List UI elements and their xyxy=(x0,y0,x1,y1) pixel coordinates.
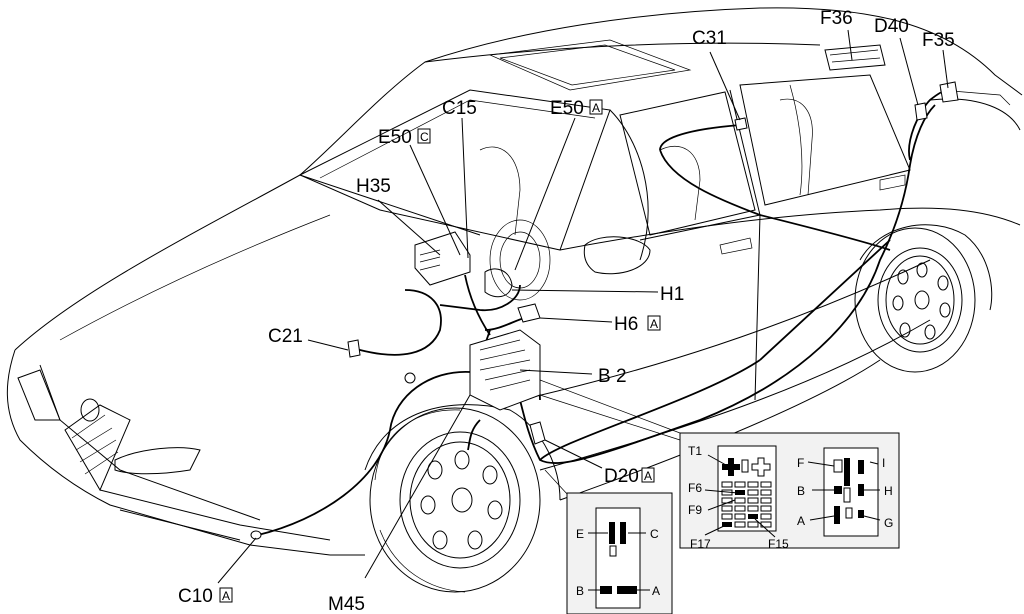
label-e50a: E50 xyxy=(550,98,584,119)
label-f6: F6 xyxy=(688,481,702,495)
leader-lines xyxy=(217,29,949,584)
label-h1: H1 xyxy=(660,284,684,305)
label-d20a: D20 xyxy=(604,466,639,487)
label-relay-f: F xyxy=(797,456,804,470)
label-f9: F9 xyxy=(688,503,702,517)
label-c15: C15 xyxy=(442,98,477,119)
label-h6a-suffix: A xyxy=(650,317,658,331)
switch-c31 xyxy=(734,117,748,131)
label-conn-e: E xyxy=(576,527,584,541)
label-relay-b: B xyxy=(797,484,805,498)
label-relay-g: G xyxy=(884,516,893,530)
label-m45: M45 xyxy=(328,594,365,614)
rear-wheel xyxy=(854,227,976,373)
label-e50a-suffix: A xyxy=(592,101,600,115)
label-conn-b: B xyxy=(576,584,584,598)
label-e50c-suffix: C xyxy=(420,130,429,144)
label-e50c: E50 xyxy=(378,127,412,148)
label-relay-h: H xyxy=(884,484,893,498)
connector-c10 xyxy=(250,530,262,540)
label-c21: C21 xyxy=(268,326,303,347)
label-c10a: C10 xyxy=(178,586,213,607)
labels: F36 D40 F35 C31 C15 E50 A E50 C H35 H1 H… xyxy=(178,8,955,614)
label-f35: F35 xyxy=(922,30,955,51)
lamp-f35 xyxy=(939,81,959,103)
label-relay-i: I xyxy=(882,456,885,470)
label-d40: D40 xyxy=(874,16,909,37)
label-conn-c: C xyxy=(650,527,659,541)
label-t1: T1 xyxy=(688,444,702,458)
wiring-harness xyxy=(257,60,949,536)
car-body xyxy=(6,7,1023,556)
inset-fusebox-panel: T1 F6 F9 F17 F15 F I B H A G xyxy=(679,432,900,551)
lamp-f36 xyxy=(824,44,886,71)
label-c31: C31 xyxy=(692,28,727,49)
label-f15: F15 xyxy=(768,537,789,551)
label-conn-a: A xyxy=(652,584,660,598)
front-wheel xyxy=(369,407,541,593)
label-d20a-suffix: A xyxy=(644,469,652,483)
label-relay-a: A xyxy=(797,514,805,528)
label-b2: B 2 xyxy=(598,366,627,387)
component-h1 xyxy=(484,268,513,298)
connector-c21 xyxy=(347,339,361,358)
label-f17: F17 xyxy=(690,537,711,551)
label-h6a: H6 xyxy=(614,314,638,335)
label-h35: H35 xyxy=(356,176,391,197)
label-f36: F36 xyxy=(820,8,853,29)
label-c10a-suffix: A xyxy=(222,589,230,603)
inset-connector: E C B A xyxy=(566,492,673,614)
connector-d40 xyxy=(914,102,928,121)
